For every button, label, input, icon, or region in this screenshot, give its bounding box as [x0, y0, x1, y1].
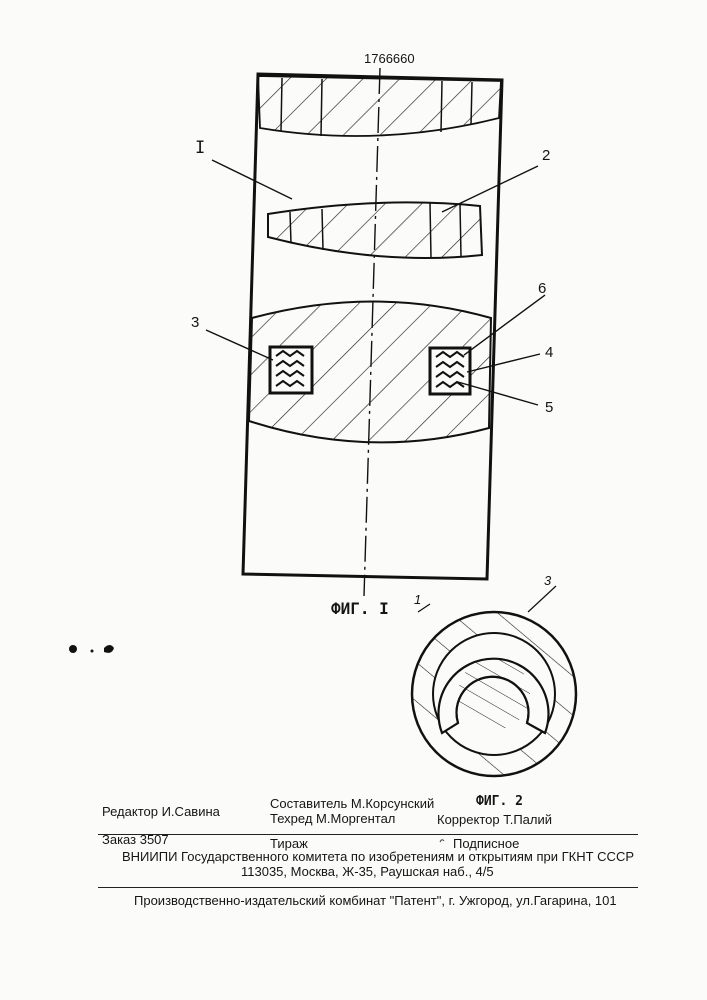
imprint-rule-1 [98, 834, 638, 835]
callout-2: 2 [542, 147, 550, 164]
callout-3: 3 [191, 314, 199, 331]
fig2-callout-1: 1 [414, 592, 421, 607]
editor-line: Редактор И.Савина [102, 804, 220, 819]
techred-line: Техред М.Моргентал [270, 811, 395, 826]
publisher-line: Производственно-издательский комбинат "П… [134, 893, 617, 908]
fig2-section [412, 586, 576, 776]
pen-mark [440, 840, 444, 842]
patent-number: 1766660 [364, 51, 415, 66]
figure2-caption: ФИГ. 2 [476, 794, 523, 809]
callout-5: 5 [545, 399, 553, 416]
compiler-line: Составитель М.Корсунский [270, 796, 434, 811]
fig1-insert-left [270, 347, 312, 393]
figure1-caption: ФИГ. I [331, 599, 389, 618]
corrector-line: Корректор Т.Палий [437, 812, 552, 827]
callout-I: I [195, 138, 205, 158]
fig2-callout-3: 3 [544, 573, 551, 588]
callout-6: 6 [538, 280, 546, 297]
institute-line: ВНИИПИ Государственного комитета по изоб… [122, 849, 634, 864]
imprint-rule-2 [98, 887, 638, 888]
order-line: Заказ 3507 [102, 832, 169, 847]
ink-marks [69, 645, 114, 653]
address-line: 113035, Москва, Ж-35, Раушская наб., 4/5 [241, 864, 494, 879]
callout-4: 4 [545, 344, 553, 361]
